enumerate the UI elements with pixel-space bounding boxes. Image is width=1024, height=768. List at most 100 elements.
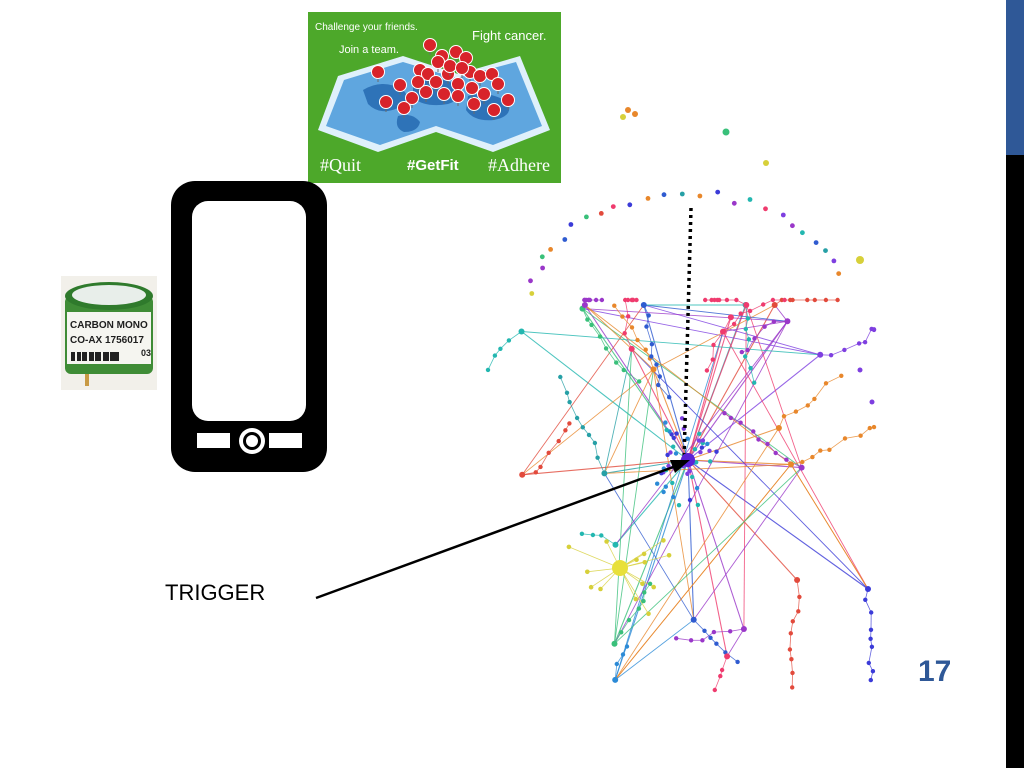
network-node [664, 427, 669, 433]
hashtag-quit: #Quit [320, 155, 362, 175]
hashtag-adhere: #Adhere [488, 155, 550, 175]
network-node [800, 459, 805, 465]
network-edge [687, 320, 788, 461]
map-pin [455, 61, 469, 75]
network-node [628, 345, 635, 352]
network-node [650, 366, 657, 373]
network-edge [844, 435, 861, 439]
network-node [685, 436, 690, 441]
network-node [805, 297, 810, 303]
network-node [703, 297, 708, 303]
network-edge [722, 320, 788, 333]
network-edge [687, 459, 869, 590]
network-node [642, 590, 647, 595]
network-node [690, 616, 697, 623]
network-edge [614, 321, 788, 644]
network-node [724, 653, 731, 660]
network-edge [521, 331, 689, 461]
network-node [800, 230, 805, 236]
network-node [722, 411, 727, 416]
network-node [798, 464, 805, 471]
network-node [711, 342, 716, 348]
network-node [646, 611, 651, 617]
network-node [661, 538, 666, 543]
network-node [563, 428, 568, 433]
network-node [687, 497, 693, 503]
network-edge [653, 369, 695, 620]
network-node [735, 659, 740, 665]
network-edge [643, 304, 689, 461]
network-edge [712, 344, 714, 360]
network-node [647, 581, 653, 586]
map-pin [487, 103, 501, 117]
network-edge [749, 304, 764, 312]
network-node [627, 202, 633, 208]
network-node [702, 628, 707, 633]
network-node [668, 450, 673, 455]
network-node [867, 425, 872, 431]
map-pin [393, 78, 407, 92]
network-node [579, 531, 585, 536]
map-pin [477, 87, 491, 101]
network-node [699, 445, 705, 450]
network-node [519, 471, 526, 478]
network-node [752, 380, 757, 385]
network-node [761, 302, 766, 307]
network-node [870, 669, 876, 674]
network-node [485, 367, 491, 373]
map-pin [501, 93, 515, 107]
network-edge [569, 401, 578, 419]
network-node [731, 321, 737, 327]
network-node [790, 685, 795, 690]
network-node [856, 256, 864, 264]
network-node [692, 447, 698, 452]
network-edge [614, 464, 792, 681]
network-node [812, 297, 817, 303]
network-node [676, 503, 682, 508]
network-node [827, 447, 832, 452]
network-node [871, 424, 877, 430]
network-node [556, 438, 561, 444]
network-node [674, 431, 679, 436]
network-node [666, 463, 671, 469]
network-node [498, 346, 503, 351]
network-node [862, 340, 868, 345]
network-edge [676, 637, 692, 641]
network-edge [829, 438, 846, 451]
network-node [598, 586, 603, 592]
network-node [612, 676, 619, 683]
network-node [743, 354, 748, 359]
network-node [635, 337, 640, 343]
network-node [700, 438, 706, 443]
network-node [599, 533, 604, 538]
network-node [548, 247, 553, 252]
network-edge [687, 331, 724, 461]
network-edge [740, 422, 754, 432]
network-edge [631, 348, 869, 590]
network-node [869, 644, 875, 649]
sensor-label-line3: 03 [141, 348, 152, 358]
network-edge [864, 328, 872, 343]
network-node [863, 597, 868, 602]
network-node [671, 444, 676, 449]
network-node [771, 302, 778, 308]
network-node [694, 485, 700, 491]
network-edge [614, 619, 694, 681]
network-node [679, 416, 685, 421]
network-node [828, 353, 834, 358]
network-node [784, 318, 791, 325]
network-node [586, 432, 592, 438]
network-node [590, 532, 596, 538]
network-node [710, 357, 715, 362]
network-edge [614, 427, 780, 681]
network-edge [702, 631, 715, 641]
network-node [869, 610, 874, 615]
network-edge [614, 467, 802, 645]
map-pin [411, 75, 425, 89]
map-pin [437, 87, 451, 101]
network-edge [687, 354, 821, 461]
network-node [743, 326, 748, 332]
network-node [781, 414, 787, 419]
network-edge [620, 619, 630, 633]
network-node [562, 237, 568, 242]
